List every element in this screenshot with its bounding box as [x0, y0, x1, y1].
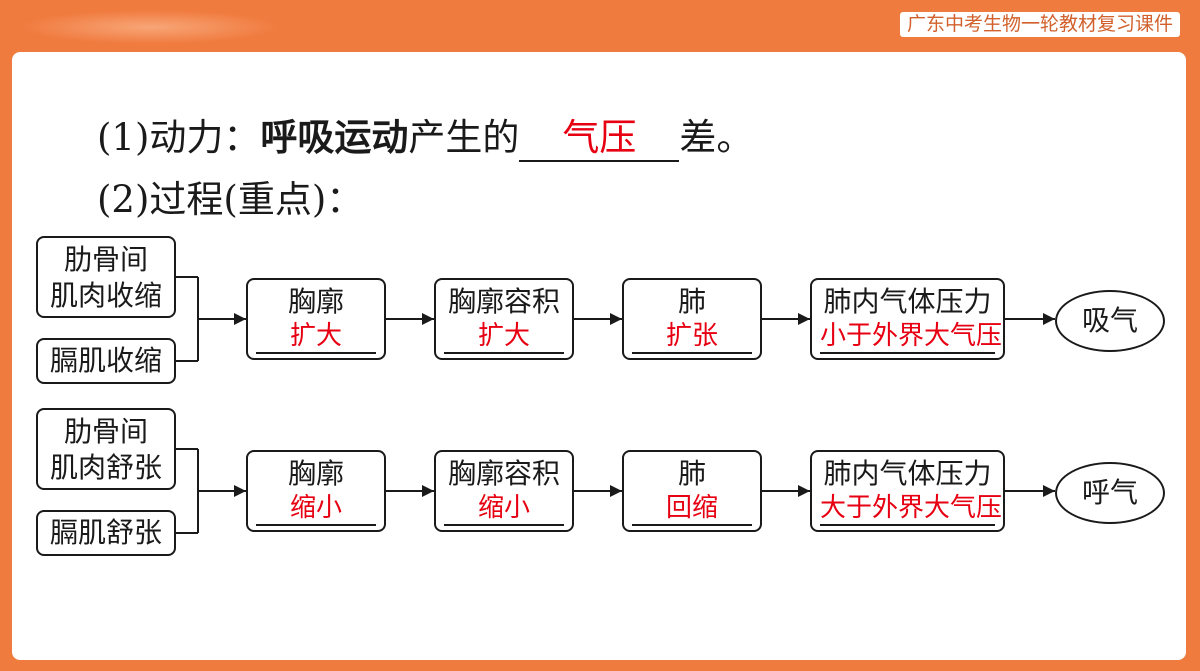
- cause-text: 膈肌舒张: [49, 516, 162, 549]
- step-box-thorax-volume: 胸廓容积 扩大: [434, 278, 574, 360]
- inhalation-flow: 肋骨间 肌肉收缩 膈肌收缩 胸廓 扩大 胸廓容积 扩大 肺 扩张 肺内气体压力 …: [0, 236, 1200, 386]
- power-emphasis: 呼吸运动: [260, 116, 409, 159]
- step-answer: 扩大: [444, 321, 564, 354]
- result-ellipse-exhale: 呼气: [1055, 462, 1165, 524]
- power-middle: 产生的: [408, 116, 520, 159]
- step-answer: 小于外界大气压: [820, 321, 1002, 354]
- power-suffix: 差。: [679, 116, 754, 159]
- exhalation-flow: 肋骨间 肌肉舒张 膈肌舒张 胸廓 缩小 胸廓容积 缩小 肺 回缩 肺内气体压力 …: [0, 408, 1200, 558]
- step-answer: 大于外界大气压: [820, 493, 1002, 526]
- step-answer: 回缩: [632, 493, 752, 526]
- result-ellipse-inhale: 吸气: [1055, 290, 1165, 352]
- header-glow: [20, 10, 280, 44]
- power-blank-answer: 气压: [519, 116, 680, 162]
- step-label: 胸廓: [287, 285, 344, 318]
- step-label: 肺: [677, 285, 706, 318]
- power-prefix: (1)动力：: [97, 116, 261, 159]
- step-box-thorax: 胸廓 缩小: [246, 450, 386, 532]
- cause-text: 膈肌收缩: [49, 344, 162, 377]
- step-answer: 扩大: [256, 321, 376, 354]
- step-label: 胸廓容积: [447, 457, 560, 490]
- step-answer: 缩小: [444, 493, 564, 526]
- cause-text: 肋骨间: [63, 415, 148, 448]
- step-label: 肺内气体压力: [823, 457, 992, 490]
- cause-text: 肌肉舒张: [49, 451, 162, 484]
- step-label: 胸廓: [287, 457, 344, 490]
- step-label: 肺: [677, 457, 706, 490]
- cause-box-diaphragm: 膈肌舒张: [36, 510, 176, 556]
- step-box-thorax-volume: 胸廓容积 缩小: [434, 450, 574, 532]
- step-label: 胸廓容积: [447, 285, 560, 318]
- exhalation-connectors: [176, 448, 1055, 534]
- step-label: 肺内气体压力: [823, 285, 992, 318]
- step-box-lung-pressure: 肺内气体压力 大于外界大气压: [810, 450, 1005, 532]
- step-box-lung-pressure: 肺内气体压力 小于外界大气压: [810, 278, 1005, 360]
- step-box-thorax: 胸廓 扩大: [246, 278, 386, 360]
- step-answer: 扩张: [632, 321, 752, 354]
- step-box-lung: 肺 回缩: [622, 450, 762, 532]
- step-box-lung: 肺 扩张: [622, 278, 762, 360]
- cause-box-intercostal: 肋骨间 肌肉收缩: [36, 236, 176, 318]
- cause-box-intercostal: 肋骨间 肌肉舒张: [36, 408, 176, 490]
- course-badge: 广东中考生物一轮教材复习课件: [900, 12, 1180, 37]
- cause-text: 肌肉收缩: [49, 279, 162, 312]
- intro-line-process: (2)过程(重点)：: [97, 178, 364, 221]
- cause-text: 肋骨间: [63, 243, 148, 276]
- cause-box-diaphragm: 膈肌收缩: [36, 338, 176, 384]
- intro-line-power: (1)动力：呼吸运动产生的气压差。: [97, 116, 753, 162]
- step-answer: 缩小: [256, 493, 376, 526]
- inhalation-connectors: [176, 276, 1055, 362]
